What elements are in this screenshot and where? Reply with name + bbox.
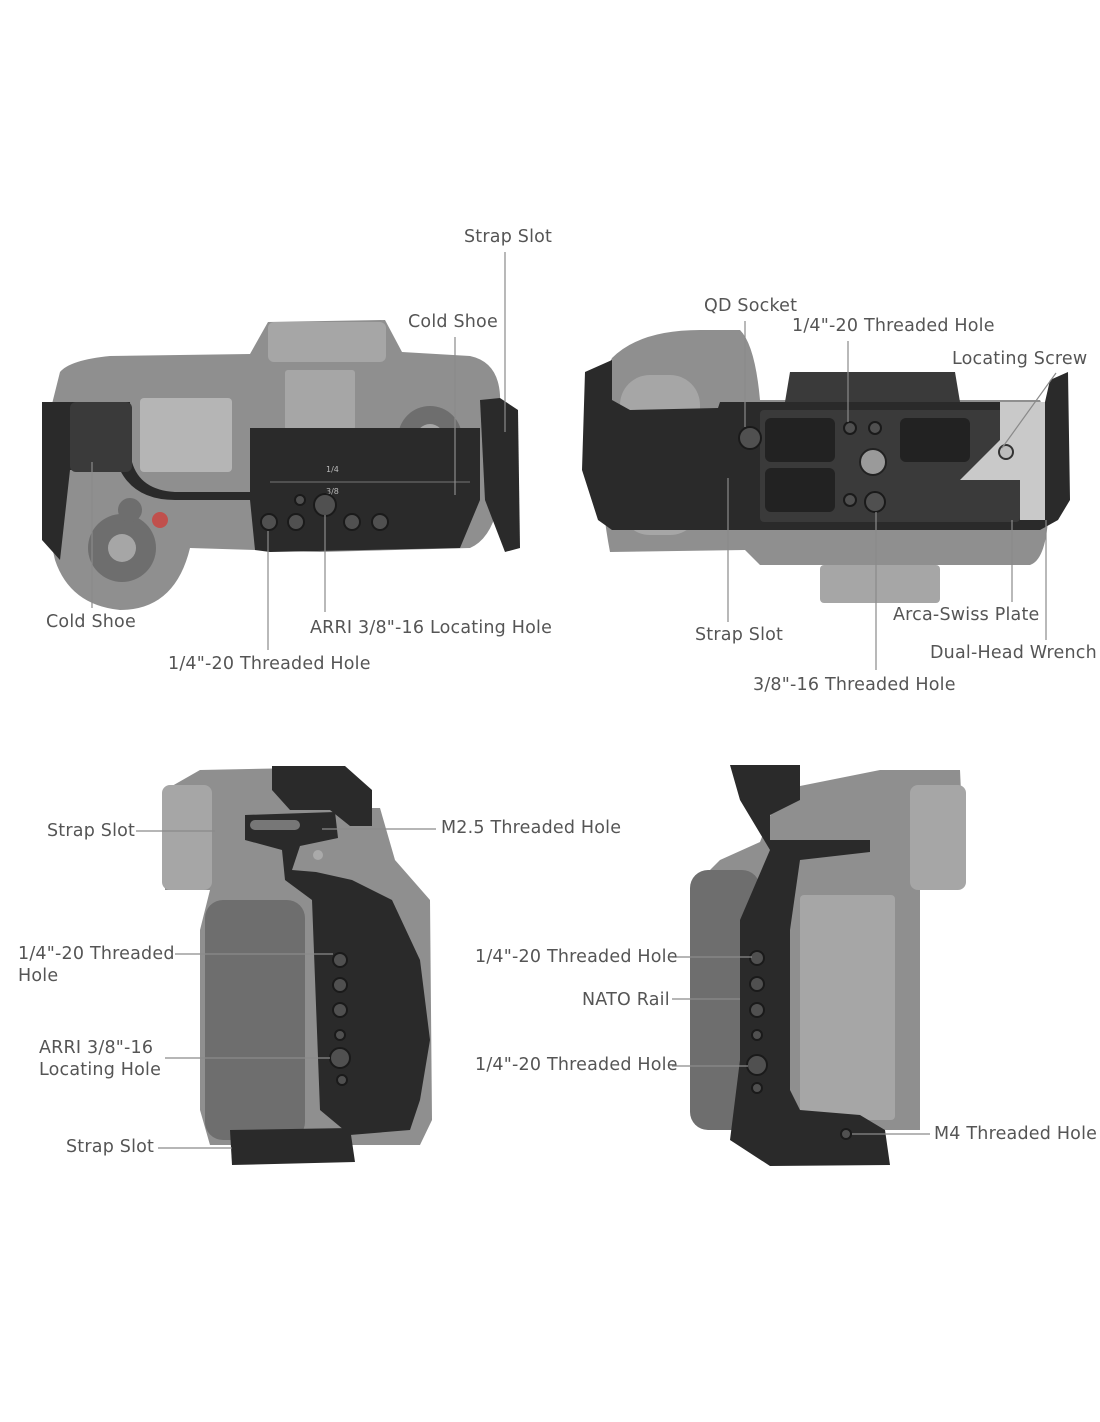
label-qd-socket: QD Socket	[704, 296, 798, 316]
engraving-bottom: 3/8	[326, 487, 339, 496]
label-locating-screw: Locating Screw	[952, 349, 1088, 369]
label-cold-shoe-right: Cold Shoe	[408, 312, 498, 332]
label-strap-slot-top-view: Strap Slot	[464, 227, 553, 247]
label-threaded-hole-top-view: 1/4"-20 Threaded Hole	[168, 654, 371, 674]
label-threaded-hole-right-top: 1/4"-20 Threaded Hole	[475, 947, 678, 967]
label-threaded-hole-right-bottom: 1/4"-20 Threaded Hole	[475, 1055, 678, 1075]
label-dual-head-wrench: Dual-Head Wrench	[930, 643, 1097, 663]
label-strap-slot-bottom-view: Strap Slot	[695, 625, 784, 645]
engraving-top: 1/4	[326, 465, 339, 474]
label-threaded-hole-left-view: 1/4"-20 Threaded Hole	[18, 944, 175, 987]
label-threaded-hole-14-bottom-view: 1/4"-20 Threaded Hole	[792, 316, 995, 336]
label-cold-shoe-left: Cold Shoe	[46, 612, 136, 632]
label-m25-threaded-hole: M2.5 Threaded Hole	[441, 818, 622, 838]
leader-lines	[91, 252, 1057, 1149]
label-m4-threaded-hole: M4 Threaded Hole	[934, 1124, 1098, 1144]
bottom-view-illustration	[582, 330, 1070, 603]
left-view-illustration	[162, 766, 432, 1165]
label-arri-locating-hole-top-view: ARRI 3/8"-16 Locating Hole	[310, 618, 553, 638]
right-view-illustration	[690, 765, 966, 1166]
label-nato-rail: NATO Rail	[582, 990, 670, 1010]
label-arca-swiss-plate: Arca-Swiss Plate	[893, 605, 1040, 625]
label-strap-slot-left-bottom: Strap Slot	[66, 1137, 155, 1157]
top-view-illustration: 1/4 3/8	[42, 320, 520, 610]
label-arri-locating-hole-left-view: ARRI 3/8"-16 Locating Hole	[39, 1038, 162, 1081]
label-threaded-hole-38-bottom-view: 3/8"-16 Threaded Hole	[753, 675, 956, 695]
label-strap-slot-left-top: Strap Slot	[47, 821, 136, 841]
